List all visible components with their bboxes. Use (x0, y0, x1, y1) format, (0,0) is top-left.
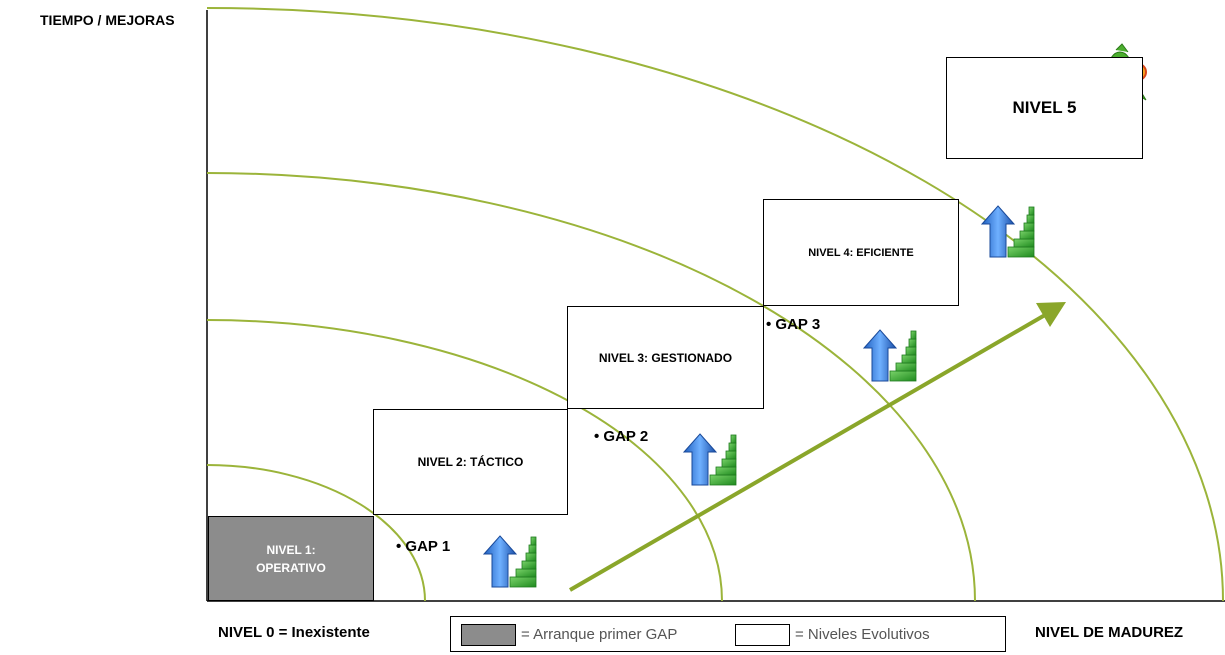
gap-3-label: • GAP 3 (766, 316, 821, 333)
arc-3 (206, 172, 976, 602)
legend-evolutivo-swatch (735, 624, 790, 646)
level-3-box: NIVEL 3: GESTIONADO (567, 306, 764, 409)
legend: = Arranque primer GAP = Niveles Evolutiv… (450, 616, 1006, 652)
origin-label: NIVEL 0 = Inexistente (218, 624, 370, 641)
y-axis-label: TIEMPO / MEJORAS (40, 12, 175, 28)
level-4-box: NIVEL 4: EFICIENTE (763, 199, 959, 306)
legend-evolutivo-label: = Niveles Evolutivos (795, 626, 930, 643)
arc-1 (206, 464, 426, 602)
gap-1-label: • GAP 1 (396, 538, 451, 555)
trend-arrow (568, 302, 1066, 592)
gap-2-label: • GAP 2 (594, 428, 649, 445)
level-5-box: NIVEL 5 (946, 57, 1143, 159)
legend-start-swatch (461, 624, 516, 646)
stairs-up-arrow-icon (863, 329, 917, 382)
stairs-up-arrow-icon (483, 535, 537, 588)
arc-4 (206, 7, 1224, 602)
stairs-up-arrow-icon (981, 205, 1035, 258)
x-axis-label: NIVEL DE MADUREZ (1035, 624, 1184, 641)
level-2-box: NIVEL 2: TÁCTICO (373, 409, 568, 515)
stairs-up-arrow-icon (683, 433, 737, 486)
legend-start-label: = Arranque primer GAP (521, 626, 678, 643)
level-1-box: NIVEL 1: OPERATIVO (208, 516, 374, 601)
